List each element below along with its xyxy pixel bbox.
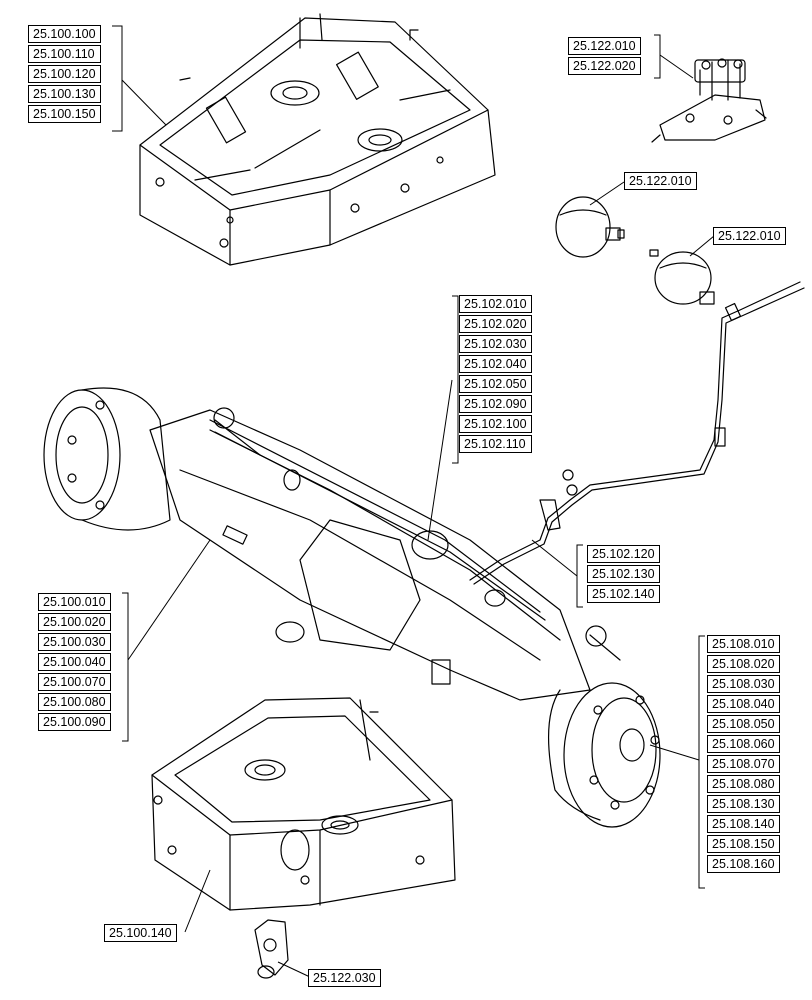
ref-label[interactable]: 25.108.060 xyxy=(707,735,780,753)
callout-accumulator-2: 25.122.010 xyxy=(713,227,786,245)
ref-label[interactable]: 25.108.150 xyxy=(707,835,780,853)
ref-label[interactable]: 25.100.040 xyxy=(38,653,111,671)
ref-label[interactable]: 25.108.070 xyxy=(707,755,780,773)
ref-label[interactable]: 25.108.140 xyxy=(707,815,780,833)
top-support-frame xyxy=(139,13,496,266)
ref-label[interactable]: 25.100.010 xyxy=(38,593,111,611)
callout-frame-top: 25.100.100 25.100.110 25.100.120 25.100.… xyxy=(28,25,101,123)
ref-label[interactable]: 25.100.020 xyxy=(38,613,111,631)
ref-label[interactable]: 25.100.080 xyxy=(38,693,111,711)
ref-label[interactable]: 25.108.160 xyxy=(707,855,780,873)
ref-label[interactable]: 25.102.090 xyxy=(459,395,532,413)
ref-label[interactable]: 25.100.150 xyxy=(28,105,101,123)
ref-label[interactable]: 25.108.040 xyxy=(707,695,780,713)
callout-axle-pipes: 25.102.010 25.102.020 25.102.030 25.102.… xyxy=(459,295,532,453)
callout-accumulator-1: 25.122.010 xyxy=(624,172,697,190)
ref-label[interactable]: 25.100.100 xyxy=(28,25,101,43)
ref-label[interactable]: 25.102.030 xyxy=(459,335,532,353)
ref-label[interactable]: 25.102.010 xyxy=(459,295,532,313)
ref-label[interactable]: 25.102.140 xyxy=(587,585,660,603)
ref-label[interactable]: 25.100.090 xyxy=(38,713,111,731)
ref-label[interactable]: 25.108.010 xyxy=(707,635,780,653)
ref-label[interactable]: 25.102.110 xyxy=(459,435,532,453)
ref-label[interactable]: 25.108.080 xyxy=(707,775,780,793)
callout-frame-bottom: 25.100.140 xyxy=(104,924,177,942)
ref-label[interactable]: 25.100.140 xyxy=(104,924,177,942)
ref-label[interactable]: 25.122.010 xyxy=(568,37,641,55)
ref-label[interactable]: 25.100.130 xyxy=(28,85,101,103)
ref-label[interactable]: 25.108.020 xyxy=(707,655,780,673)
ref-label[interactable]: 25.100.030 xyxy=(38,633,111,651)
ref-label[interactable]: 25.108.130 xyxy=(707,795,780,813)
ref-label[interactable]: 25.102.120 xyxy=(587,545,660,563)
callout-axle-bracket: 25.102.120 25.102.130 25.102.140 xyxy=(587,545,660,603)
ref-label[interactable]: 25.102.020 xyxy=(459,315,532,333)
ref-label[interactable]: 25.108.030 xyxy=(707,675,780,693)
ref-label[interactable]: 25.102.040 xyxy=(459,355,532,373)
bottom-support-frame xyxy=(151,697,456,979)
callout-valve: 25.122.010 25.122.020 xyxy=(568,37,641,75)
accumulator-1 xyxy=(555,196,625,258)
ref-label[interactable]: 25.122.030 xyxy=(308,969,381,987)
callout-hub: 25.108.010 25.108.020 25.108.030 25.108.… xyxy=(707,635,780,873)
hydraulic-pipe xyxy=(469,281,805,585)
ref-label[interactable]: 25.122.010 xyxy=(713,227,786,245)
ref-label[interactable]: 25.102.050 xyxy=(459,375,532,393)
ref-label[interactable]: 25.122.020 xyxy=(568,57,641,75)
ref-label[interactable]: 25.108.050 xyxy=(707,715,780,733)
callout-axle-body: 25.100.010 25.100.020 25.100.030 25.100.… xyxy=(38,593,111,731)
accumulator-2 xyxy=(649,249,715,305)
ref-label[interactable]: 25.102.130 xyxy=(587,565,660,583)
callout-cylinder-mount: 25.122.030 xyxy=(308,969,381,987)
ref-label[interactable]: 25.100.070 xyxy=(38,673,111,691)
ref-label[interactable]: 25.100.110 xyxy=(28,45,101,63)
front-axle xyxy=(43,387,661,828)
ref-label[interactable]: 25.100.120 xyxy=(28,65,101,83)
ref-label[interactable]: 25.122.010 xyxy=(624,172,697,190)
leader-lines xyxy=(112,25,715,978)
valve-block xyxy=(651,58,767,143)
ref-label[interactable]: 25.102.100 xyxy=(459,415,532,433)
